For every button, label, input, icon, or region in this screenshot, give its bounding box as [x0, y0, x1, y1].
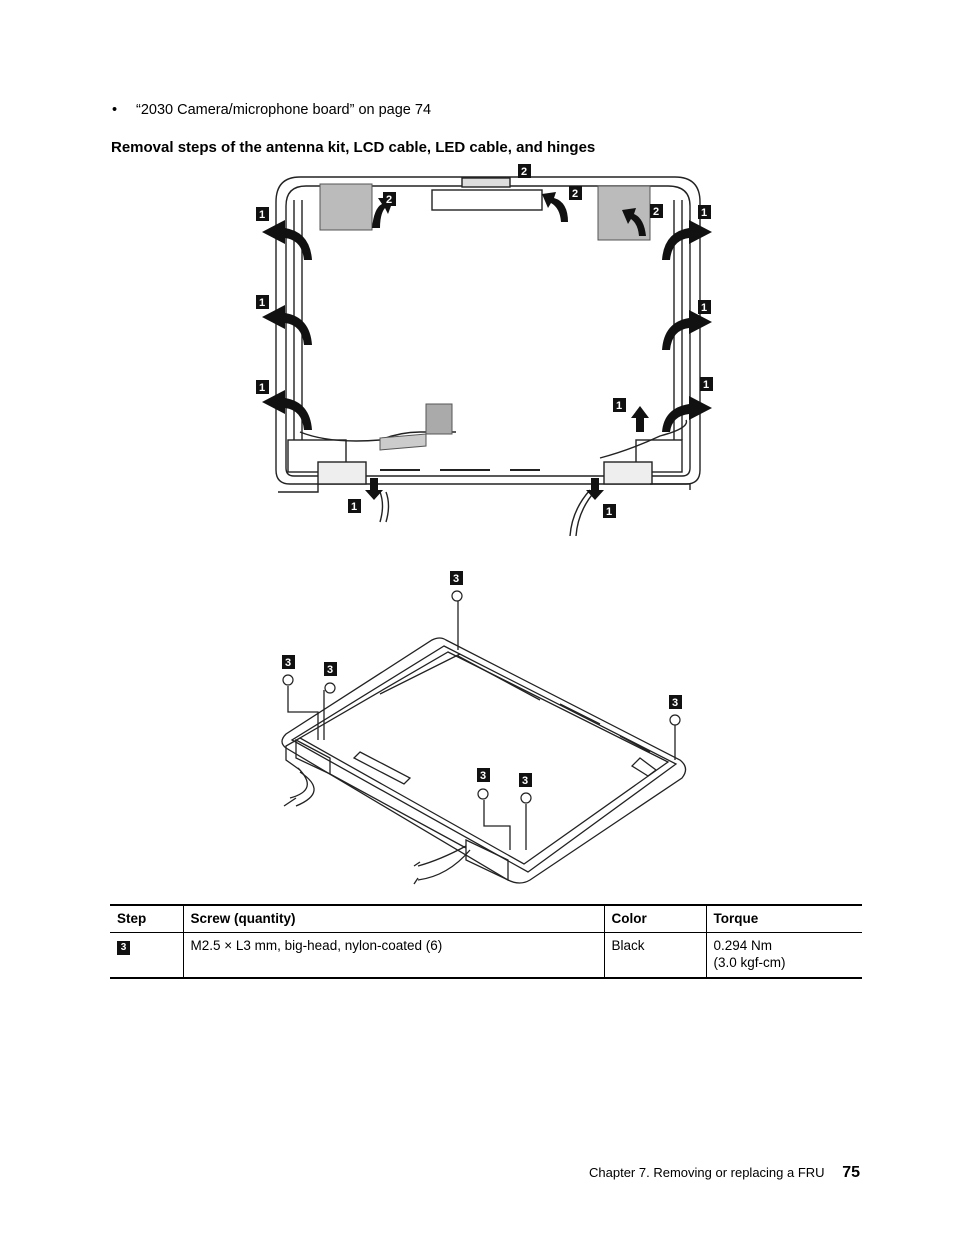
callout-label: 1 [701, 207, 707, 219]
callout-label: 3 [327, 664, 333, 676]
callout-1-left-low: 1 [256, 380, 269, 394]
section-heading: Removal steps of the antenna kit, LCD ca… [111, 139, 596, 156]
callout-1-right-mid: 1 [698, 300, 711, 314]
callout-label: 1 [259, 209, 265, 221]
callout-2-center-right: 2 [569, 186, 582, 200]
header-step: Step [110, 905, 183, 933]
callout-label: 3 [453, 573, 459, 585]
screw-table: Step Screw (quantity) Color Torque 3 M2.… [110, 904, 862, 979]
callout-label: 3 [285, 657, 291, 669]
bullet-link-text[interactable]: “2030 Camera/microphone board” on page 7… [136, 102, 432, 118]
header-color: Color [603, 905, 706, 933]
page-footer: Chapter 7. Removing or replacing a FRU 7… [589, 1164, 860, 1182]
callout-1-center-arrow: 1 [613, 398, 626, 412]
callout-1-right-low: 1 [700, 377, 713, 391]
callout-2-right: 2 [650, 204, 663, 218]
callout-1-bottom-left: 1 [348, 499, 361, 513]
callout-3-left-a: 3 [282, 655, 295, 669]
header-torque: Torque [705, 905, 862, 933]
callout-label: 3 [480, 770, 486, 782]
table-row: 3 M2.5 × L3 mm, big-head, nylon-coated (… [110, 932, 862, 979]
bullet-symbol: • [112, 102, 118, 118]
callout-label: 1 [703, 379, 709, 391]
callout-label: 2 [572, 188, 578, 200]
cell-color: Black [603, 932, 706, 978]
callout-1-bottom-right: 1 [603, 504, 616, 518]
top-illustration: 1 1 1 1 1 1 1 1 1 2 2 2 2 [256, 164, 713, 537]
cell-torque: 0.294 Nm (3.0 kgf-cm) [705, 932, 862, 978]
callout-label: 1 [701, 302, 707, 314]
callout-1-left-top: 1 [256, 207, 269, 221]
callout-2-left: 2 [383, 192, 396, 206]
bottom-illustration: 3 3 3 3 3 3 [281, 571, 687, 885]
callout-label: 2 [653, 206, 659, 218]
callout-label: 3 [672, 697, 678, 709]
callout-label: 1 [259, 297, 265, 309]
footer-chapter: Chapter 7. Removing or replacing a FRU [589, 1165, 825, 1180]
cell-screw: M2.5 × L3 mm, big-head, nylon-coated (6) [182, 932, 604, 978]
callout-label: 1 [351, 501, 357, 513]
step-badge: 3 [117, 941, 130, 955]
table-header-row: Step Screw (quantity) Color Torque [110, 905, 862, 933]
callout-1-right-top: 1 [698, 205, 711, 219]
callout-1-left-mid: 1 [256, 295, 269, 309]
page-number: 75 [842, 1164, 860, 1181]
callout-3-bottom-a: 3 [477, 768, 490, 782]
callout-label: 2 [521, 166, 527, 178]
header-screw: Screw (quantity) [182, 905, 604, 933]
torque-kgf: (3.0 kgf-cm) [713, 955, 786, 970]
cell-step: 3 [110, 933, 183, 979]
callout-label: 1 [616, 400, 622, 412]
callout-label: 1 [606, 506, 612, 518]
callout-label: 3 [522, 775, 528, 787]
bullet-item: • “2030 Camera/microphone board” on page … [112, 102, 431, 118]
callout-2-top-center: 2 [518, 164, 531, 178]
callout-3-top: 3 [450, 571, 463, 585]
callout-label: 1 [259, 382, 265, 394]
torque-nm: 0.294 Nm [713, 938, 773, 953]
callout-3-bottom-b: 3 [519, 773, 532, 787]
callout-3-left-b: 3 [324, 662, 337, 676]
callout-label: 2 [386, 194, 392, 206]
callout-3-right: 3 [669, 695, 682, 709]
